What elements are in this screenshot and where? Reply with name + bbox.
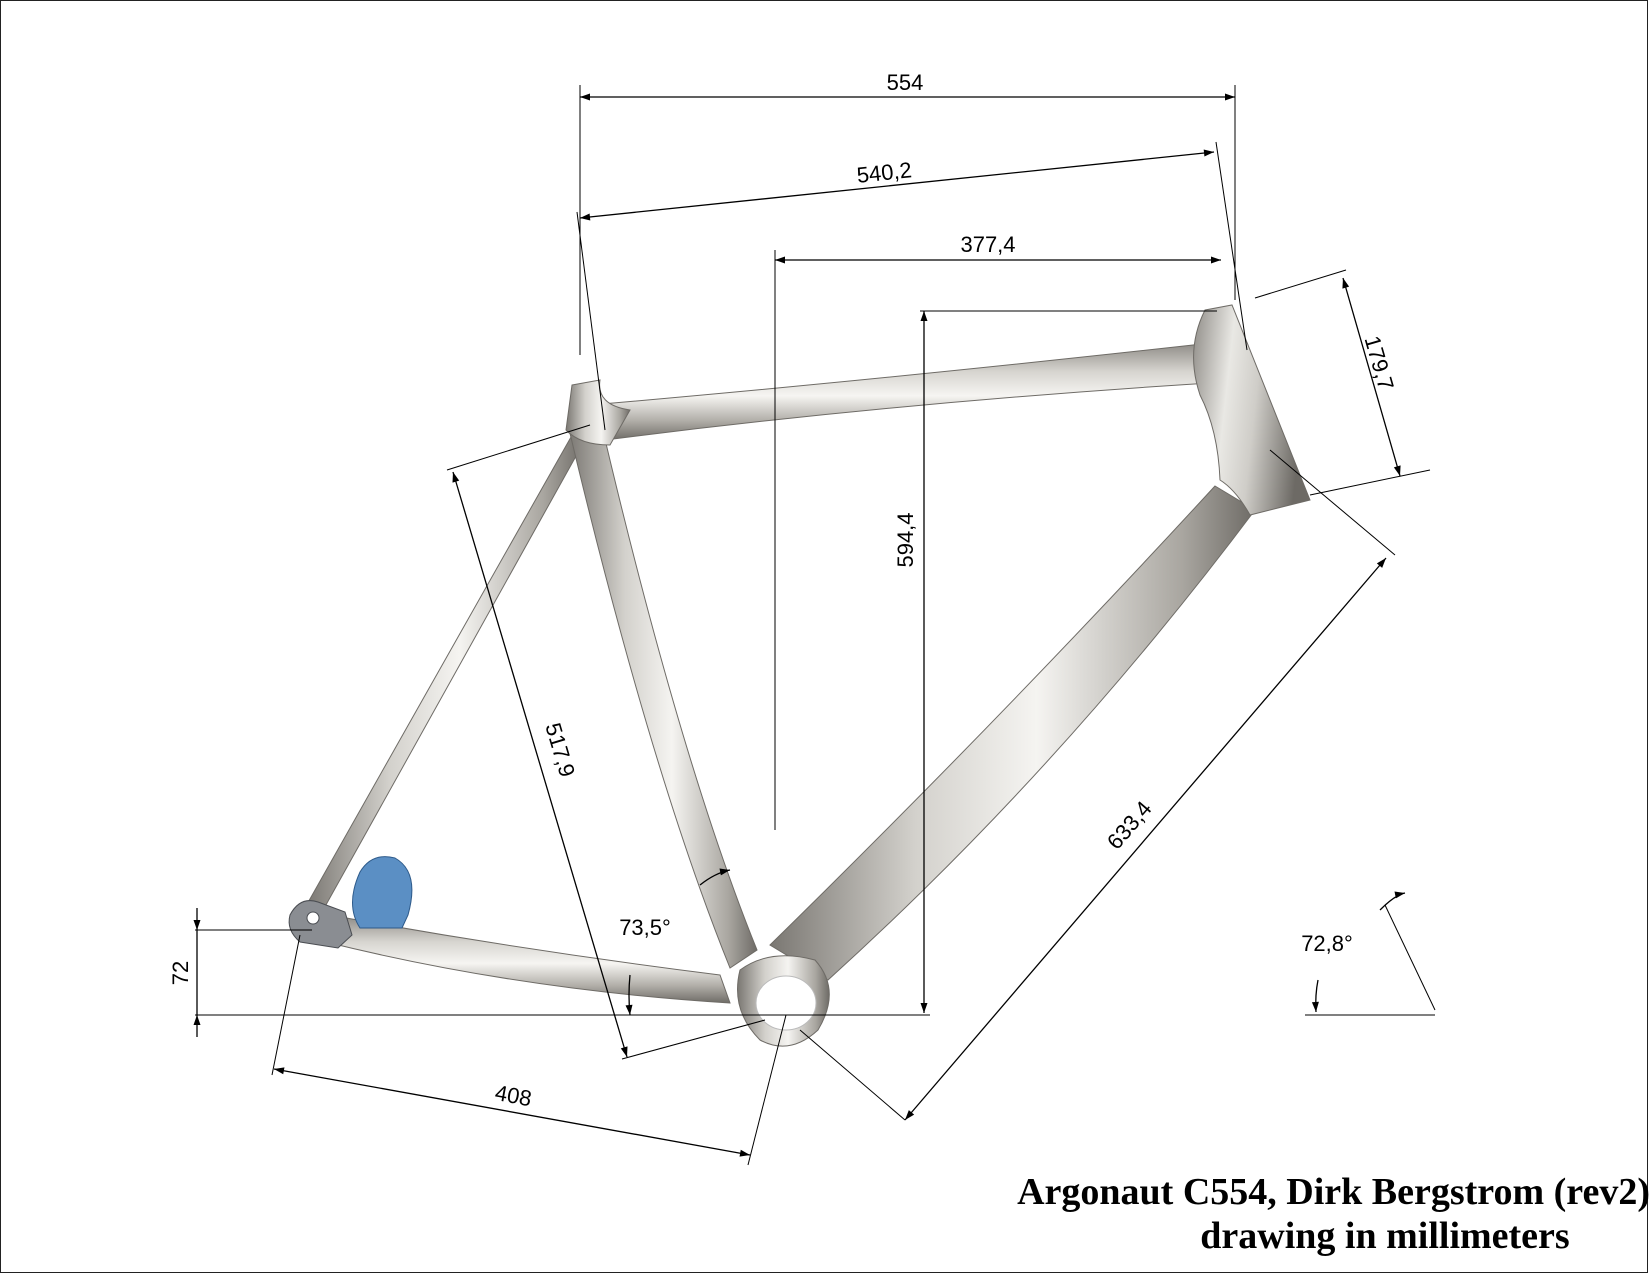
dim-head-tube bbox=[1342, 277, 1401, 477]
dim-actual-top-tube bbox=[579, 149, 1215, 221]
dimension-lines bbox=[193, 85, 1436, 1166]
label-effective-top-tube: 554 bbox=[887, 70, 924, 95]
label-reach: 377,4 bbox=[960, 232, 1015, 257]
title-line-2: drawing in millimeters bbox=[1200, 1215, 1570, 1257]
rear-dropout bbox=[288, 900, 353, 949]
dim-seat-angle bbox=[699, 868, 731, 886]
dim-down-tube bbox=[904, 557, 1387, 1121]
label-actual-top-tube: 540,2 bbox=[856, 157, 913, 188]
label-seat-tube: 517,9 bbox=[540, 720, 580, 780]
top-tube bbox=[589, 341, 1227, 441]
label-head-tube: 179,7 bbox=[1360, 333, 1399, 393]
title-line-1: Argonaut C554, Dirk Bergstrom (rev2) bbox=[1017, 1171, 1650, 1213]
dimension-labels: 554 540,2 377,4 594,4 179,7 517,9 633,4 … bbox=[168, 70, 1399, 1111]
label-down-tube: 633,4 bbox=[1102, 796, 1157, 854]
seat-tube bbox=[567, 417, 758, 969]
label-stack: 594,4 bbox=[893, 512, 918, 567]
seat-stay bbox=[305, 429, 586, 913]
down-tube bbox=[769, 485, 1256, 981]
drawing-title: Argonaut C554, Dirk Bergstrom (rev2) dra… bbox=[860, 1170, 1650, 1258]
dim-chainstay bbox=[273, 1067, 751, 1157]
label-bb-drop: 72 bbox=[168, 961, 193, 985]
bike-frame bbox=[288, 304, 1311, 1047]
brake-mount bbox=[352, 856, 413, 929]
dim-seat-tube bbox=[452, 471, 628, 1058]
bb-shell-opening bbox=[755, 975, 817, 1031]
label-chainstay: 408 bbox=[493, 1080, 534, 1111]
label-seat-angle: 73,5° bbox=[619, 915, 671, 940]
head-tube bbox=[1193, 304, 1311, 516]
label-head-angle: 72,8° bbox=[1301, 931, 1353, 956]
